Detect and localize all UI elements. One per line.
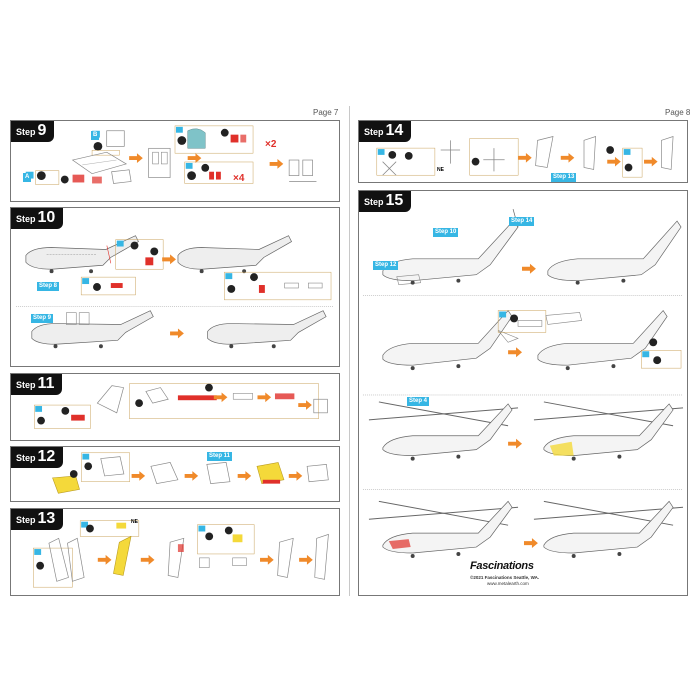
step-15-header: Step 15 xyxy=(359,191,412,212)
brand-logo: Fascinations xyxy=(470,560,534,572)
step-ref-9: Step 9 xyxy=(31,314,54,323)
step-10-panel: Step 10 xyxy=(10,207,340,367)
copyright-text: ©2021 Fascinations Seattle, WA. xyxy=(470,575,540,580)
step-13-header: Step 13 xyxy=(11,509,64,530)
step-number: 11 xyxy=(37,375,55,392)
page-number-right: Page 8 xyxy=(665,108,691,117)
step-ref-14: Step 14 xyxy=(509,217,535,226)
part-b-label: B xyxy=(91,131,100,140)
step-word: Step xyxy=(16,127,36,137)
ne-label-14: NE xyxy=(437,167,444,173)
step-9-header: Step 9 xyxy=(11,121,55,142)
step-number: 14 xyxy=(385,122,404,139)
step-14-panel: Step 14 Step 1 xyxy=(358,120,688,183)
quantity-x2: ×2 xyxy=(265,139,277,150)
step-11-header: Step 11 xyxy=(11,374,63,395)
quantity-x4: ×4 xyxy=(233,173,245,184)
step-word: Step xyxy=(16,453,36,463)
step-word: Step xyxy=(16,380,36,390)
step-12-illustration xyxy=(52,452,329,494)
step-ref-11: Step 11 xyxy=(207,452,233,461)
step-ref-4: Step 4 xyxy=(407,397,430,406)
step-number: 9 xyxy=(37,122,47,139)
part-a-label: A xyxy=(23,173,32,182)
step-number: 12 xyxy=(37,448,56,465)
step-9-illustration xyxy=(25,125,317,185)
step-11-illustration xyxy=(34,383,328,429)
step-15-panel: Step 15 xyxy=(358,190,688,596)
step-14-illustration xyxy=(376,136,674,178)
step-word: Step xyxy=(16,515,36,525)
step-word: Step xyxy=(16,214,36,224)
step-15-illustration xyxy=(362,209,684,558)
step-ref-13: Step 13 xyxy=(551,173,577,182)
step-10-illustration xyxy=(16,235,334,349)
step-11-panel: Step 11 xyxy=(10,373,340,441)
step-13-illustration xyxy=(33,520,329,588)
ne-label: NE xyxy=(131,519,138,525)
page-number-left: Page 7 xyxy=(313,108,339,117)
step-9-panel: Step 9 xyxy=(10,120,340,202)
page-divider xyxy=(349,106,350,596)
step-ref-12: Step 12 xyxy=(373,261,399,270)
step-ref-8: Step 8 xyxy=(37,282,60,291)
step-12-header: Step 12 xyxy=(11,447,64,468)
step-13-panel: Step 13 xyxy=(10,508,340,596)
step-number: 10 xyxy=(37,209,56,226)
step-word: Step xyxy=(364,127,384,137)
website-text: www.metalearth.com xyxy=(487,581,529,586)
step-12-panel: Step 12 Step 11 xyxy=(10,446,340,502)
step-number: 15 xyxy=(385,192,404,209)
step-ref-10: Step 10 xyxy=(433,228,459,237)
step-number: 13 xyxy=(37,510,56,527)
step-10-header: Step 10 xyxy=(11,208,64,229)
step-word: Step xyxy=(364,197,384,207)
step-14-header: Step 14 xyxy=(359,121,412,142)
